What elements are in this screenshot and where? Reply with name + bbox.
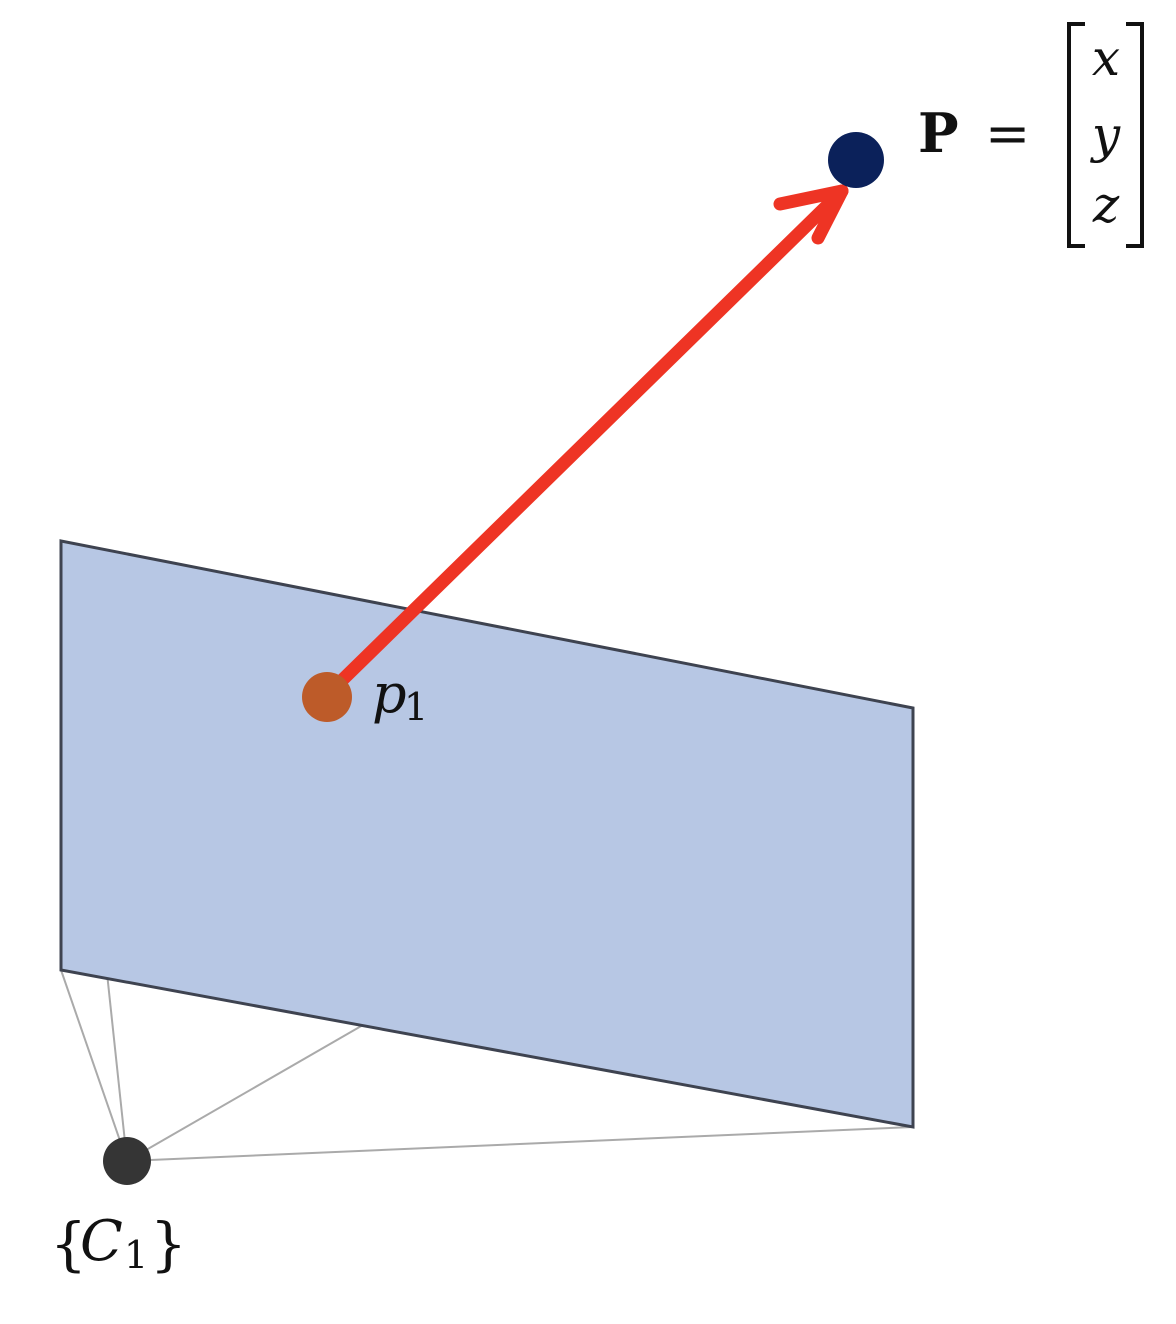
camera-center-C1 [103, 1137, 151, 1185]
pixel-point-p1 [302, 672, 352, 722]
vector-x: x [1092, 29, 1120, 87]
camera-label: { C 1 } [50, 1209, 187, 1278]
pixel-label: p 1 [372, 662, 428, 729]
vector-y: y [1090, 106, 1121, 164]
image-plane [59, 539, 915, 1129]
frustum-line-bottom-right [126, 1126, 914, 1162]
camera-label-base: C [80, 1209, 123, 1274]
ray-shaft [323, 184, 849, 699]
vector-z: z [1092, 176, 1120, 234]
pixel-label-subscript: 1 [404, 685, 428, 729]
world-point-label: P = x y z [918, 22, 1144, 248]
right-bracket [1126, 22, 1144, 248]
vector-brackets [1067, 22, 1144, 248]
ray-arrowhead [773, 184, 849, 245]
camera-label-open-brace: { [50, 1210, 87, 1278]
camera-label-close-brace: } [150, 1210, 187, 1278]
back-projection-ray [323, 184, 849, 699]
camera-label-subscript: 1 [124, 1233, 148, 1277]
left-bracket [1067, 22, 1085, 248]
world-point-symbol: P [918, 101, 959, 165]
pixel-label-base: p [372, 662, 407, 725]
world-point-P [828, 132, 884, 188]
equals-sign: = [985, 102, 1030, 165]
frustum-line-bottom-left [60, 969, 128, 1162]
